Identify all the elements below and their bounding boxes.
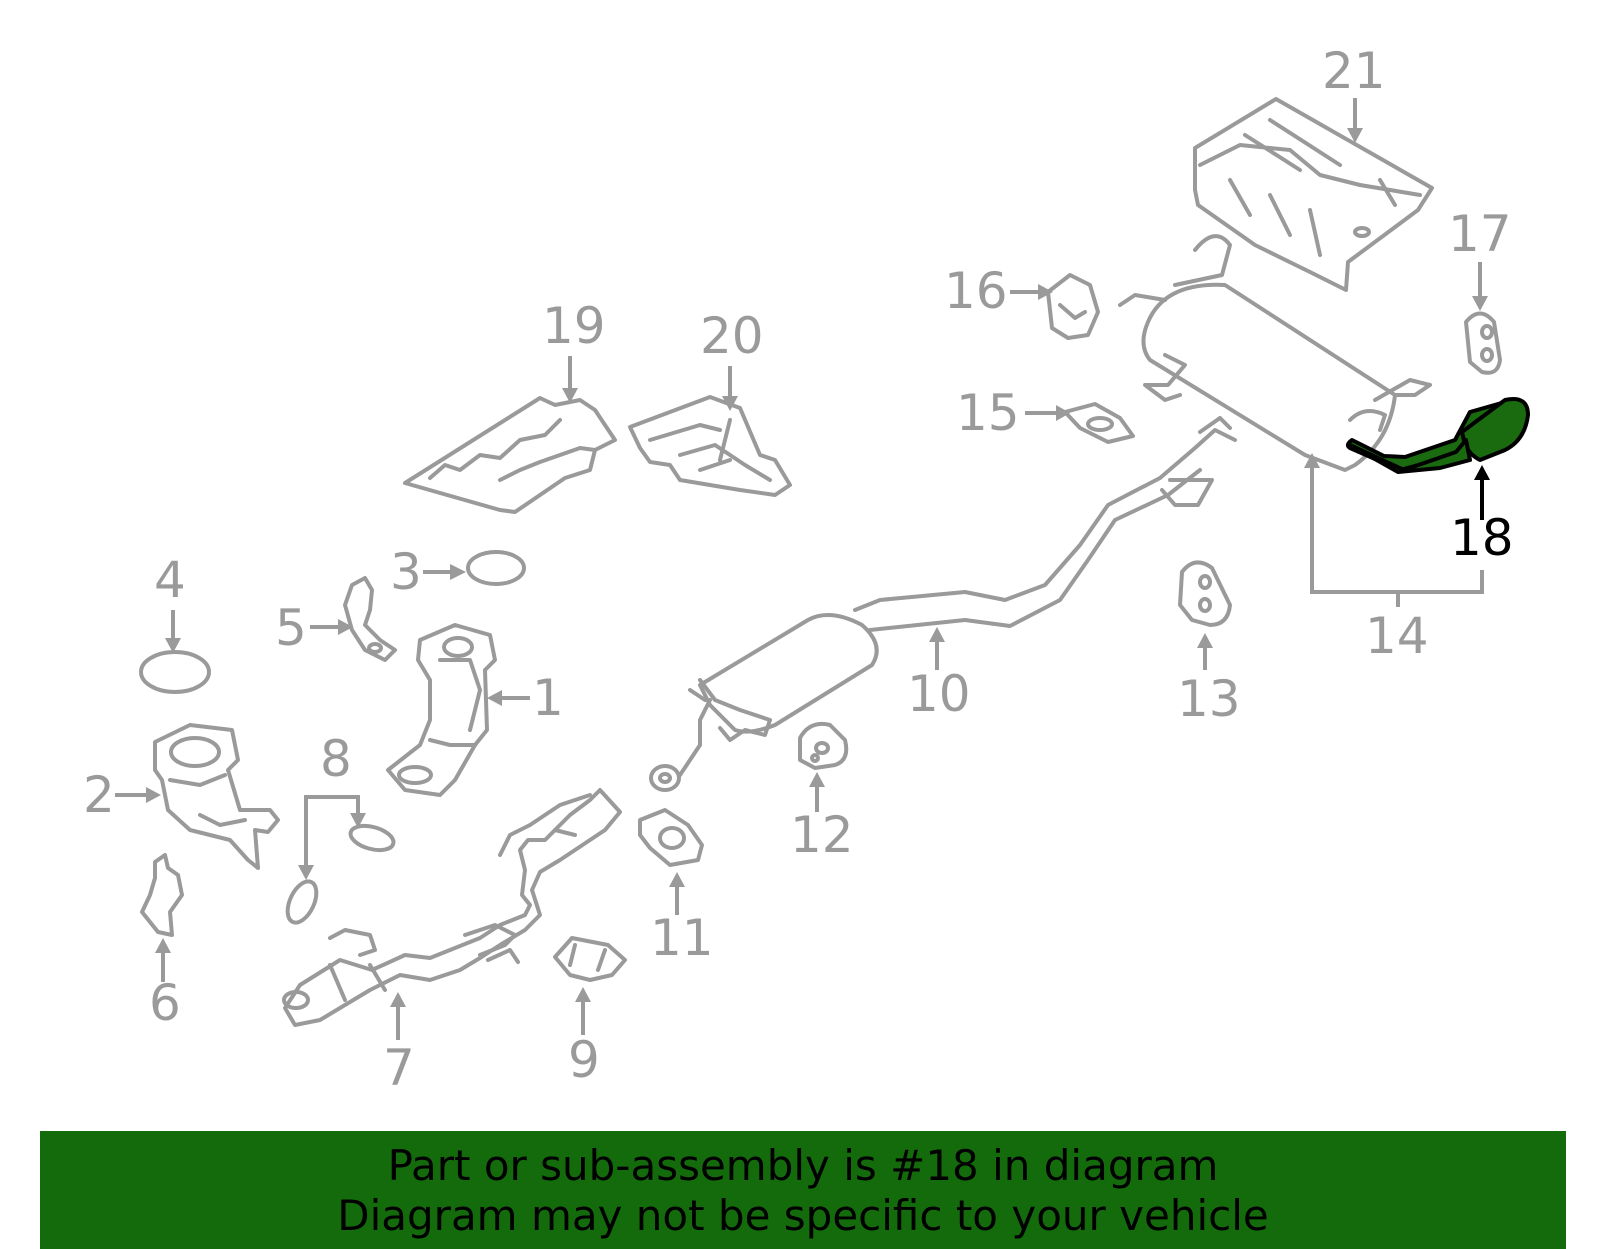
part-20-heat-shield[interactable] [628, 395, 792, 497]
part-1-catalytic-converter[interactable] [386, 623, 497, 797]
callout-19[interactable]: 19 [542, 297, 606, 355]
callout-20[interactable]: 20 [700, 307, 764, 365]
part-12-hanger[interactable] [798, 721, 849, 770]
part-3-gasket[interactable] [466, 550, 526, 586]
callout-1[interactable]: 1 [532, 669, 564, 727]
part-6-heat-shield[interactable] [140, 853, 184, 937]
callout-13[interactable]: 13 [1177, 670, 1241, 728]
part-4-gasket[interactable] [139, 650, 211, 694]
part-8-gaskets[interactable] [282, 822, 396, 927]
info-banner: Part or sub-assembly is #18 in diagram D… [40, 1131, 1566, 1249]
callout-15[interactable]: 15 [956, 384, 1020, 442]
part-21-heat-shield[interactable] [1193, 97, 1434, 292]
callout-4[interactable]: 4 [154, 551, 186, 609]
callout-11[interactable]: 11 [650, 909, 714, 967]
part-7-front-pipe[interactable] [282, 788, 622, 1027]
callout-14[interactable]: 14 [1365, 607, 1429, 665]
callout-8[interactable]: 8 [320, 730, 352, 788]
callout-9[interactable]: 9 [568, 1031, 600, 1089]
part-2-catalytic-converter[interactable] [153, 723, 280, 870]
callout-17[interactable]: 17 [1448, 205, 1512, 263]
part-14-rear-muffler[interactable] [1118, 234, 1432, 472]
part-11-gasket[interactable] [638, 808, 704, 867]
part-10-center-pipe[interactable] [649, 416, 1237, 792]
part-5-bracket[interactable] [343, 576, 397, 662]
banner-line-2: Diagram may not be specific to your vehi… [337, 1191, 1269, 1240]
callout-18[interactable]: 18 [1450, 509, 1514, 567]
callout-21[interactable]: 21 [1322, 42, 1386, 100]
part-19-heat-shield[interactable] [403, 396, 617, 514]
callout-5[interactable]: 5 [275, 599, 307, 657]
part-18-tailpipe-highlighted[interactable] [1345, 397, 1530, 474]
part-17-hanger[interactable] [1464, 311, 1502, 375]
part-15-gasket[interactable] [1063, 402, 1135, 444]
callout-6[interactable]: 6 [149, 974, 181, 1032]
callout-2[interactable]: 2 [83, 766, 115, 824]
part-9-hanger[interactable] [553, 936, 627, 982]
part-16-hanger[interactable] [1046, 273, 1100, 340]
callout-16[interactable]: 16 [944, 262, 1008, 320]
banner-line-1: Part or sub-assembly is #18 in diagram [387, 1141, 1219, 1190]
callout-10[interactable]: 10 [907, 665, 971, 723]
callout-3[interactable]: 3 [390, 543, 422, 601]
callout-7[interactable]: 7 [383, 1039, 415, 1097]
callout-12[interactable]: 12 [790, 806, 854, 864]
part-13-hanger[interactable] [1178, 560, 1232, 627]
